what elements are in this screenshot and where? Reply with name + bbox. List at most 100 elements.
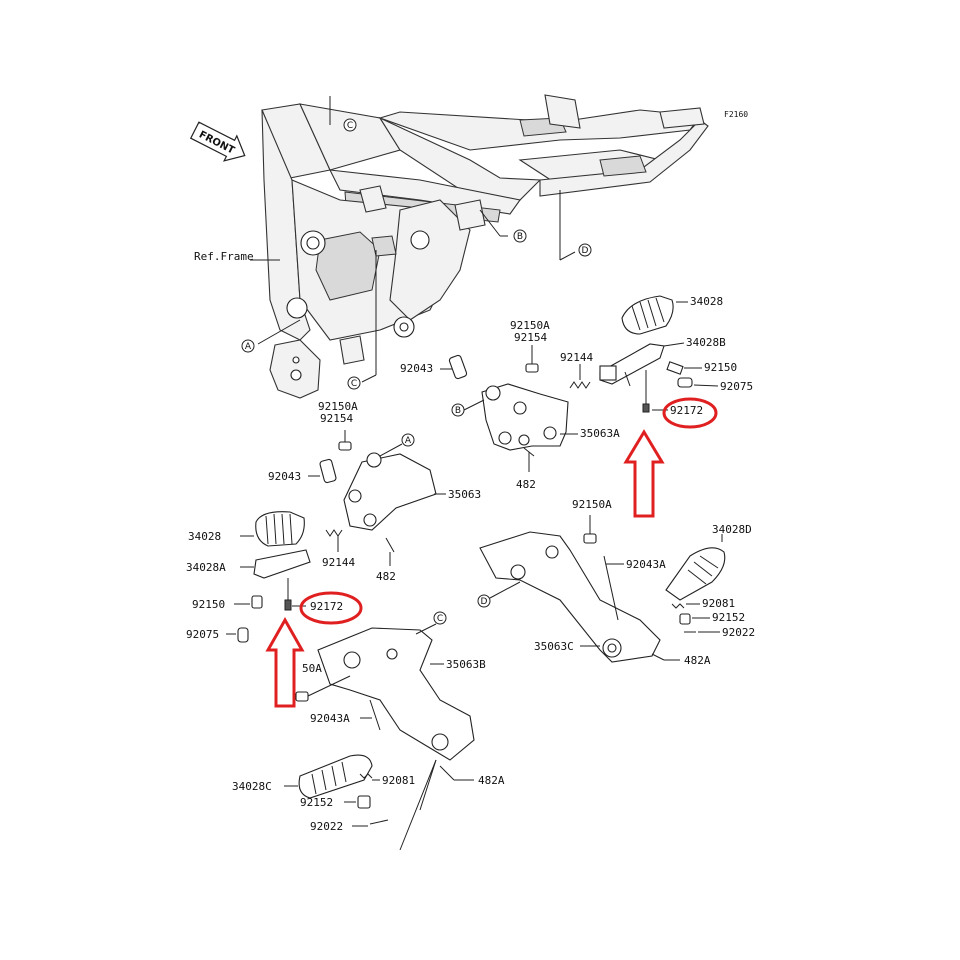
label-34028c: 34028C [232,780,272,793]
label-92172-right: 92172 [670,404,703,417]
label-92150-left: 92150 [192,598,225,611]
label-92150a-top: 92150A [510,319,550,332]
label-34028b: 34028B [686,336,726,349]
front-arrow-icon: FRONT [189,121,246,162]
label-34028: 34028 [690,295,723,308]
callout-d-top: D [578,243,592,257]
bracket-35063c [479,531,661,663]
label-92043a-mid: 92043A [626,558,666,571]
label-92043a-low: 92043A [310,712,350,725]
footpeg-34028c [284,754,373,799]
highlight-92172-right [662,397,718,429]
part-92043a-mid [603,555,624,621]
label-92172-left: 92172 [310,600,343,613]
callout-c-bracket: C [433,611,447,625]
part-9150a-low [295,675,351,702]
label-34028-left: 34028 [188,530,221,543]
motorcycle-frame [250,94,709,399]
callout-a-bracket: A [401,433,415,447]
red-arrow-up-left [265,616,305,708]
part-482-left [385,537,395,566]
label-35063a: 35063A [580,427,620,440]
part-92152-right [679,613,710,625]
label-92150: 92150 [704,361,737,374]
part-92150a-mid [583,515,597,544]
svg-text:A: A [245,342,252,352]
bracket-35063b [317,627,475,761]
label-92043-top: 92043 [400,362,433,375]
svg-text:D: D [481,597,488,607]
part-92043-left [308,458,337,484]
bracket-35063a [481,383,578,451]
part-92043-top [440,354,468,380]
label-34028d: 34028D [712,523,752,536]
leader-lines-low [399,759,437,851]
part-482a-right [651,653,680,661]
label-92152-right: 92152 [712,611,745,624]
red-arrow-up-right [623,429,665,518]
svg-text:C: C [437,614,443,624]
label-92150a-left: 92150A [318,400,358,413]
label-92022-low: 92022 [310,820,343,833]
label-482-top: 482 [516,478,536,491]
svg-text:B: B [517,232,523,242]
label-92075: 92075 [720,380,753,393]
svg-text:B: B [455,406,461,416]
part-92144-spring-top [569,364,591,389]
part-92022-low [352,819,389,827]
callout-a-frame: A [241,339,255,353]
part-92172-left [284,578,306,611]
part-92150a-left [338,430,352,451]
label-92081-right: 92081 [702,597,735,610]
part-92172-right [624,370,668,413]
ref-frame-label: Ref.Frame [194,250,254,263]
part-92150-left [234,595,263,609]
part-92144-spring-left [325,529,343,552]
svg-text:D: D [582,246,589,256]
callout-b-top: B [513,229,527,243]
callout-c-frame: C [347,376,361,390]
label-92081-low: 92081 [382,774,415,787]
label-92144-top: 92144 [560,351,593,364]
label-92154-top: 92154 [514,331,547,344]
part-92150a-top [525,345,539,373]
highlight-92172-left [299,591,363,625]
label-35063b: 35063B [446,658,486,671]
label-50a-partial: 50A [302,662,322,675]
label-482-left: 482 [376,570,396,583]
svg-text:C: C [351,379,357,389]
part-482-pin-top [523,447,535,472]
label-482a-low: 482A [478,774,505,787]
label-92144-left: 92144 [322,556,355,569]
part-92043a-low [360,699,381,731]
callout-d-bracket: D [477,594,491,608]
footpeg-34028a [240,549,311,579]
part-92081-low [359,773,380,781]
label-92075-left: 92075 [186,628,219,641]
footpeg-34028d [665,534,726,601]
callout-c-top: C [343,118,357,132]
label-92043-left: 92043 [268,470,301,483]
label-482a-right: 482A [684,654,711,667]
part-92075-cap [677,377,719,388]
label-92152-low: 92152 [300,796,333,809]
part-482a-low [439,765,474,781]
diagram-id: F2160 [724,110,748,119]
callout-b-bracket: B [451,403,465,417]
label-34028a: 34028A [186,561,226,574]
part-92075-left [226,627,249,643]
bracket-35063 [343,452,446,531]
label-35063c: 35063C [534,640,574,653]
part-92152-low [344,795,371,809]
part-92081-right [671,603,700,609]
svg-text:C: C [347,121,353,131]
label-35063: 35063 [448,488,481,501]
footpeg-rubber-34028-left [240,511,305,547]
label-92022-right: 92022 [722,626,755,639]
footpeg-34028b [599,342,685,385]
svg-text:A: A [405,436,412,446]
footpeg-rubber-34028 [621,295,688,335]
label-92154-left: 92154 [320,412,353,425]
part-92150-pin [666,361,702,375]
